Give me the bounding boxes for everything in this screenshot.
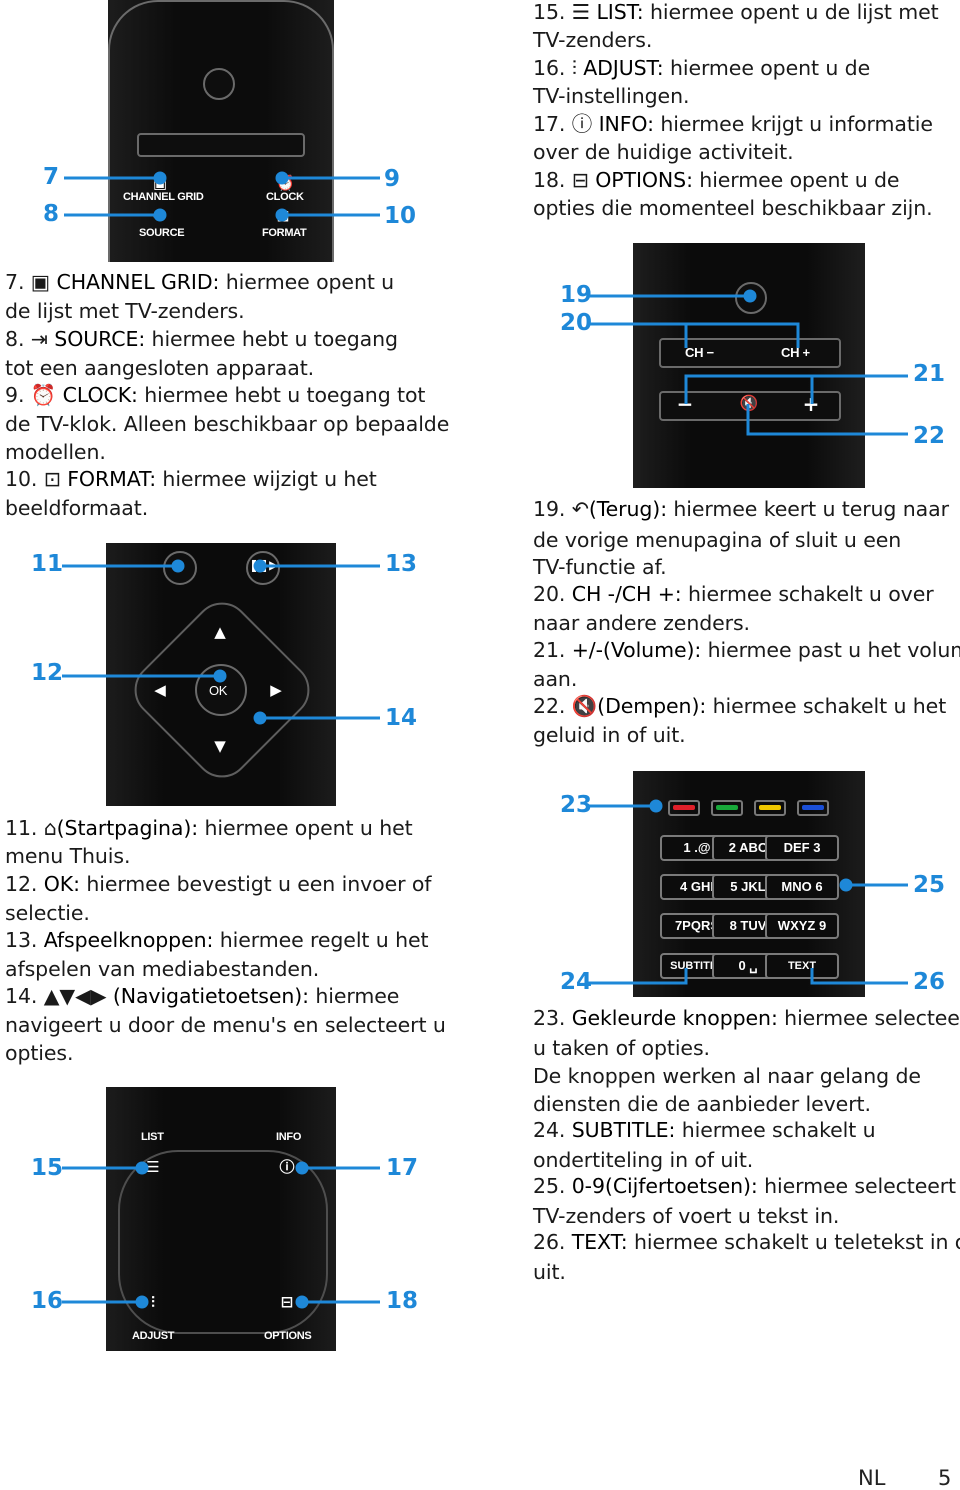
key-3: DEF 3 [765, 835, 839, 861]
info-icon: ⓘ [571, 112, 593, 136]
footer-language: NL [858, 1466, 886, 1490]
callout-11: 11 [31, 551, 64, 577]
volume-rocker [659, 391, 841, 421]
callout-14: 14 [385, 705, 418, 731]
clock-text-icon: ⏰ [30, 383, 57, 407]
yellow-key [754, 800, 786, 816]
list-ring [118, 1150, 328, 1334]
ok-label: OK [209, 683, 228, 698]
format-text-icon: ⊡ [43, 467, 61, 491]
options-remote-icon: ⊟ [280, 1293, 294, 1311]
source-label: SOURCE [139, 227, 185, 239]
arrow-up-icon: ▲ [214, 623, 226, 641]
callout-8: 8 [43, 201, 60, 227]
dot-8 [153, 208, 167, 222]
dot-7 [153, 171, 167, 185]
key-9: WXYZ 9 [765, 913, 839, 939]
list-icon: ☰ [571, 0, 591, 24]
dot-17 [295, 1161, 309, 1175]
leader-20 [588, 322, 688, 348]
leader-21 [684, 374, 908, 404]
callout-18: 18 [386, 1288, 419, 1314]
playback-button [246, 551, 280, 585]
dot-16 [135, 1295, 149, 1309]
callout-21: 21 [913, 361, 946, 387]
mute-text-icon: 🔇 [571, 694, 598, 718]
callout-7: 7 [43, 164, 60, 190]
callout-20: 20 [560, 310, 593, 336]
callout-17: 17 [386, 1155, 419, 1181]
dot-10 [275, 208, 289, 222]
mute-icon: 🔇 [739, 394, 759, 412]
arrow-down-icon: ▼ [214, 737, 226, 755]
back-text-icon: ↶ [571, 497, 589, 521]
callout-12: 12 [31, 660, 64, 686]
dot-19 [743, 289, 757, 303]
remote-top-slot [137, 133, 305, 157]
leader-24 [588, 968, 688, 985]
channel-grid-label: CHANNEL GRID [123, 191, 204, 203]
callout-13: 13 [385, 551, 418, 577]
dot-12 [213, 669, 227, 683]
adjust-remote-icon: ⫶ [151, 1293, 155, 1311]
callout-15: 15 [31, 1155, 64, 1181]
arrow-left-icon: ◀ [154, 681, 166, 699]
red-key-swatch [673, 805, 695, 810]
callout-10: 10 [384, 203, 417, 229]
callout-24: 24 [560, 969, 593, 995]
info-label: INFO [276, 1131, 302, 1143]
callout-23: 23 [560, 792, 593, 818]
callout-26: 26 [913, 969, 946, 995]
dot-13 [253, 559, 267, 573]
key-6: MNO 6 [765, 874, 839, 900]
yellow-key-swatch [759, 805, 781, 810]
dot-23 [649, 799, 663, 813]
green-key-swatch [716, 805, 738, 810]
callout-25: 25 [913, 872, 946, 898]
blue-key [797, 800, 829, 816]
home-text-icon: ⌂ [43, 816, 57, 840]
blue-key-swatch [802, 805, 824, 810]
dot-11 [171, 559, 185, 573]
leader-20b [686, 322, 800, 348]
callout-22: 22 [913, 423, 946, 449]
list-label: LIST [141, 1131, 164, 1143]
format-label: FORMAT [262, 227, 307, 239]
ch-minus-label: CH − [685, 345, 714, 360]
leader-26 [810, 968, 908, 985]
source-text-icon: ⇥ [30, 327, 48, 351]
footer-page-number: 5 [938, 1466, 952, 1490]
leader-22 [746, 404, 908, 436]
nav-arrows-text-icon: ▲▼◀▶ [43, 984, 107, 1008]
power-button [203, 68, 235, 100]
remote-top-edge [108, 0, 334, 262]
red-key [668, 800, 700, 816]
channel-grid-text-icon: ▣ [30, 270, 51, 294]
dot-25 [839, 878, 853, 892]
callout-9: 9 [384, 166, 401, 192]
ch-plus-label: CH + [781, 345, 810, 360]
adjust-label: ADJUST [132, 1330, 175, 1342]
info-remote-icon: ⓘ [279, 1158, 295, 1176]
adjust-icon: ⫶ [571, 56, 577, 80]
arrow-right-icon: ▶ [270, 681, 282, 699]
ch-rocker [659, 338, 841, 368]
callout-16: 16 [31, 1288, 64, 1314]
dot-15 [135, 1161, 149, 1175]
options-icon: ⊟ [571, 168, 589, 192]
list-remote-icon: ☰ [146, 1158, 160, 1176]
options-label: OPTIONS [264, 1330, 312, 1342]
callout-19: 19 [560, 282, 593, 308]
green-key [711, 800, 743, 816]
dot-9 [275, 171, 289, 185]
dot-14 [253, 711, 267, 725]
dot-18 [295, 1295, 309, 1309]
key-text: TEXT [765, 953, 839, 979]
clock-label: CLOCK [266, 191, 304, 203]
